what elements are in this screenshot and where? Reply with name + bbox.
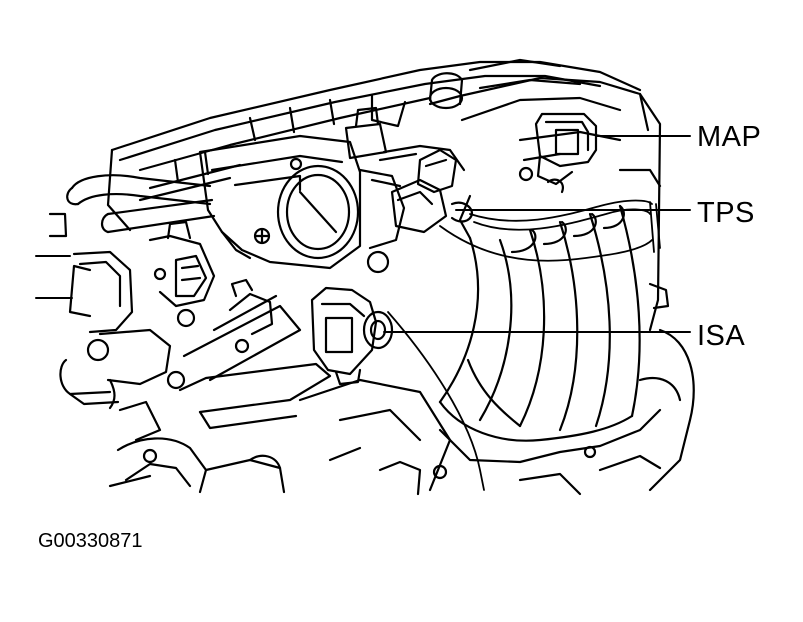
valve-cover xyxy=(106,58,642,232)
tps-sensor xyxy=(378,144,474,234)
wiring-harness xyxy=(387,199,661,491)
intake-manifold xyxy=(428,76,670,442)
throttle-body xyxy=(198,106,406,274)
map-label: MAP xyxy=(697,121,762,153)
lower-left-components xyxy=(59,220,332,494)
tps-label: TPS xyxy=(697,197,755,229)
map-sensor xyxy=(534,112,598,186)
isa-label: ISA xyxy=(697,320,746,352)
coolant-hoses xyxy=(48,174,216,238)
figure-id: G00330871 xyxy=(38,530,143,552)
callout-lines xyxy=(35,135,691,333)
engine-block xyxy=(298,328,695,496)
